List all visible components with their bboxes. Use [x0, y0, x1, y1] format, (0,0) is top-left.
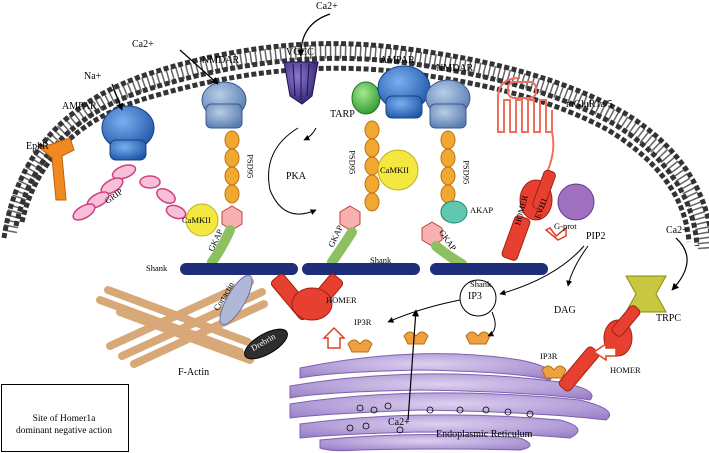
trpc-channel — [625, 275, 667, 313]
label-ca2-right: Ca2+ — [666, 225, 688, 236]
ephr-receptor — [38, 137, 75, 201]
label-mglur: mGluR1a/5 — [566, 99, 613, 110]
legend-line-1: Site of Homer1a — [32, 414, 96, 424]
cortactin — [219, 274, 253, 326]
gkap-center — [327, 227, 357, 267]
endoplasmic-reticulum — [289, 353, 611, 452]
label-shank-right: Shank — [470, 279, 492, 289]
homer-mglur — [501, 169, 556, 261]
mglur-receptor — [497, 77, 553, 133]
er-calcium-ions — [346, 402, 534, 434]
shank-bars — [180, 263, 548, 275]
na-arrow — [111, 83, 124, 111]
label-vgcc: VGCC — [286, 47, 314, 58]
label-ip3r-left: IP3R — [354, 317, 372, 327]
label-trpc: TRPC — [656, 313, 682, 324]
mglur-tail — [547, 131, 555, 171]
label-pip2: PIP2 — [586, 231, 606, 242]
nmdar-right — [425, 79, 471, 129]
label-psd95-center: PSD95 — [347, 150, 358, 175]
er-calcium-release-arrow — [407, 309, 420, 421]
label-dag: DAG — [554, 305, 576, 316]
ca2-arrow-nmdar — [179, 49, 219, 85]
camkii-center — [377, 149, 419, 191]
homer-center — [270, 273, 344, 321]
label-ampar-center: AMPAR — [380, 55, 415, 66]
ampar-center — [377, 65, 431, 119]
grip-chain — [72, 164, 187, 221]
ca2-arrow-trpc — [671, 237, 688, 291]
label-shank-left: Shank — [146, 263, 168, 273]
gkap-right — [431, 241, 467, 269]
tarp — [351, 81, 381, 115]
label-psd95-right: PSD95 — [461, 160, 472, 185]
label-pka: PKA — [286, 171, 307, 182]
label-factin: F-Actin — [178, 367, 210, 378]
label-homer-center: HOMER — [326, 295, 357, 305]
label-ca2-top-left: Ca2+ — [132, 39, 154, 50]
pip2-to-ip3-arrow — [499, 245, 585, 296]
label-ampar-left: AMPAR — [62, 101, 97, 112]
label-ephr: EphR — [26, 141, 49, 152]
label-nmdar-left: NMDAR — [202, 55, 240, 66]
homer1a-site-arrow-center — [322, 326, 346, 349]
label-homer-right: HOMER — [610, 365, 641, 375]
ip3-bubble — [459, 279, 497, 317]
homer1a-site-arrow-mglur — [544, 226, 567, 241]
nmdar-left — [201, 81, 247, 129]
pka-cycle-arrow — [268, 127, 317, 215]
label-gprot: G-prot — [554, 221, 577, 231]
homer-right — [558, 305, 641, 392]
legend-line-2: dominant negative action — [15, 426, 113, 436]
label-akap: AKAP — [470, 205, 494, 215]
label-shank-center: Shank — [370, 255, 392, 265]
label-tarp: TARP — [330, 109, 355, 120]
legend-text: Site of Homer1a dominant negative action — [2, 413, 126, 437]
drebrin — [244, 328, 288, 360]
label-ca2-top-center: Ca2+ — [316, 1, 338, 12]
pip2-to-dag-arrow — [566, 245, 589, 287]
label-er: Endoplasmic Reticulum — [436, 429, 533, 440]
vgcc-channel — [283, 61, 319, 105]
homer1a-site-arrow-right — [592, 342, 617, 362]
ampar-left — [101, 105, 155, 161]
ca2-arrow-vgcc — [297, 13, 331, 57]
camkii-left — [185, 203, 219, 237]
label-psd95-left: PSD95 — [245, 154, 256, 179]
gprot — [557, 183, 595, 221]
ip3-to-ip3r-left — [387, 299, 461, 323]
plasma-membrane — [1, 41, 709, 251]
akap — [440, 200, 468, 224]
psd95-stack-center — [364, 120, 380, 212]
label-ip3: IP3 — [468, 291, 482, 302]
pka-arrow-in — [303, 127, 317, 141]
label-ca2-er: Ca2+ — [388, 417, 410, 428]
psd95-stack-left — [221, 130, 243, 231]
label-na: Na+ — [84, 71, 102, 82]
label-camkii-left: CaMKII — [182, 215, 211, 225]
label-nmdar-right: NMDAR — [436, 63, 474, 74]
legend-box — [1, 384, 129, 452]
label-camkii-center: CaMKII — [380, 165, 409, 175]
gkap-left — [207, 225, 235, 267]
label-ip3r-right: IP3R — [540, 351, 558, 361]
ip3-to-ip3r-right — [487, 311, 496, 337]
